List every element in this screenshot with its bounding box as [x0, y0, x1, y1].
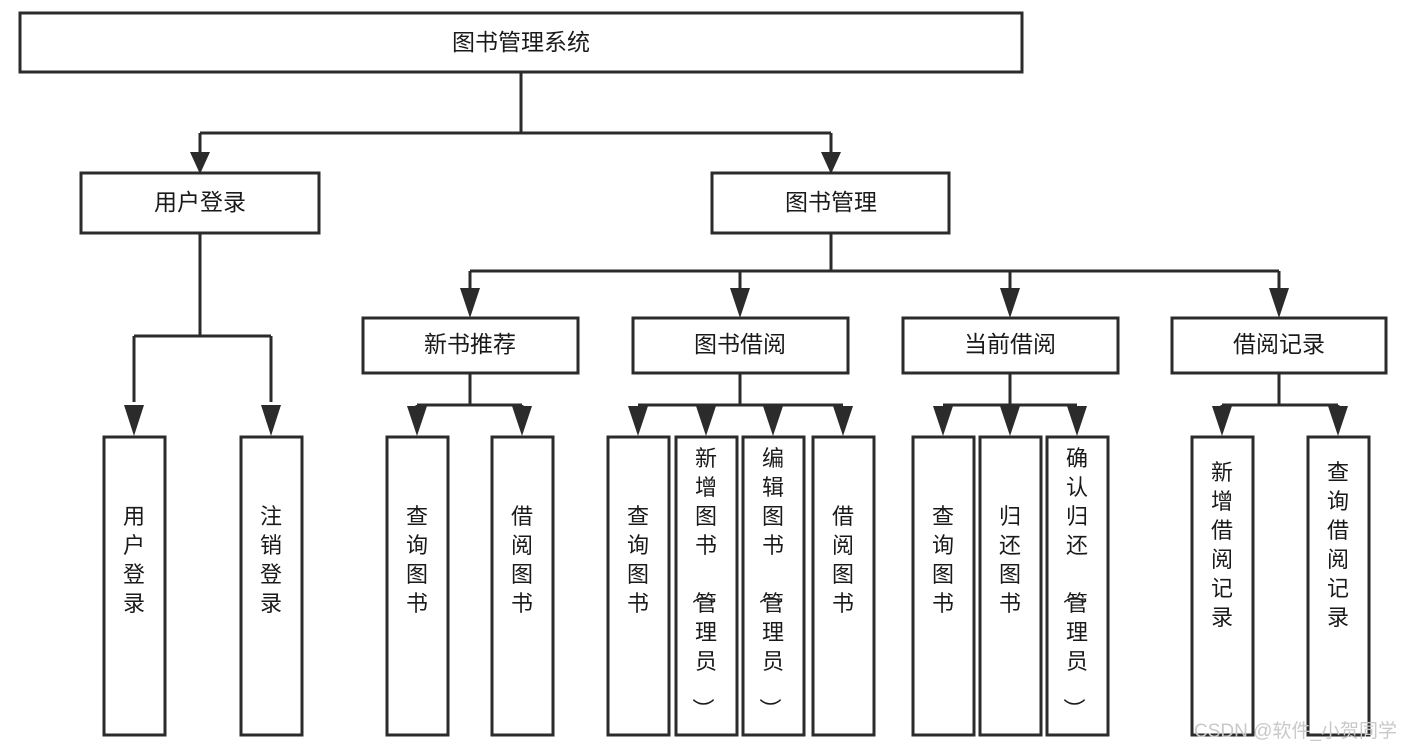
leaf-bookborrow-add-book[interactable]: 新增图书（管理员） — [674, 435, 739, 737]
leaf-newbook-borrow-book[interactable]: 借阅图书 — [490, 435, 555, 737]
leaf-currentborrow-query-book[interactable]: 查询图书 — [911, 435, 976, 737]
leaf-newbook-query-book[interactable]: 查询图书 — [385, 435, 450, 737]
leaf-bookborrow-edit-book-label: 编辑图书（管理员） — [757, 446, 784, 720]
node-user-login[interactable]: 用户登录 — [79, 171, 321, 235]
leaf-newbook-borrow-book-label: 借阅图书 — [511, 504, 533, 616]
node-new-book-recommend-label: 新书推荐 — [424, 331, 516, 357]
leaf-bookborrow-add-book-label: 新增图书（管理员） — [690, 446, 717, 720]
connector-bookmgmt-to-level3 — [460, 233, 1289, 318]
leaf-bookborrow-query-book-label: 查询图书 — [627, 504, 649, 616]
leaf-borrowrecord-query-record[interactable]: 查询借阅记录 — [1306, 435, 1371, 737]
leaf-bookborrow-borrow-book[interactable]: 借阅图书 — [811, 435, 876, 737]
connector-borrowrecord-to-leaves — [1212, 373, 1348, 436]
node-book-management-label: 图书管理 — [785, 189, 877, 215]
node-book-borrow-label: 图书借阅 — [694, 331, 786, 357]
node-new-book-recommend[interactable]: 新书推荐 — [361, 316, 580, 375]
leaf-bookborrow-borrow-book-label: 借阅图书 — [832, 504, 854, 616]
node-borrow-record[interactable]: 借阅记录 — [1170, 316, 1388, 375]
node-current-borrow-label: 当前借阅 — [964, 331, 1056, 357]
leaf-user-login-login-label: 用户登录 — [123, 504, 145, 616]
leaf-borrowrecord-add-record-label: 新增借阅记录 — [1211, 460, 1233, 630]
connector-root-to-level2 — [190, 72, 841, 174]
node-book-borrow[interactable]: 图书借阅 — [631, 316, 850, 375]
leaf-user-login-logout-label: 注销登录 — [260, 504, 282, 616]
node-book-management[interactable]: 图书管理 — [710, 171, 951, 235]
leaf-currentborrow-confirm-return[interactable]: 确认归还（管理员） — [1045, 435, 1110, 737]
node-user-login-label: 用户登录 — [154, 189, 246, 215]
leaf-user-login-login[interactable]: 用户登录 — [102, 435, 167, 737]
leaf-newbook-query-book-label: 查询图书 — [406, 504, 428, 616]
leaf-currentborrow-return-book-label: 归还图书 — [999, 504, 1021, 616]
leaf-currentborrow-query-book-label: 查询图书 — [932, 504, 954, 616]
connector-currentborrow-to-leaves — [933, 373, 1087, 436]
node-borrow-record-label: 借阅记录 — [1233, 331, 1325, 357]
leaf-currentborrow-confirm-return-label: 确认归还（管理员） — [1061, 446, 1088, 720]
leaf-bookborrow-query-book[interactable]: 查询图书 — [606, 435, 671, 737]
connector-userlogin-to-leaves — [124, 233, 281, 436]
leaf-borrowrecord-add-record[interactable]: 新增借阅记录 — [1190, 435, 1255, 737]
leaf-borrowrecord-query-record-label: 查询借阅记录 — [1327, 460, 1349, 630]
node-root-label: 图书管理系统 — [452, 29, 590, 55]
connector-newbook-to-leaves — [407, 373, 532, 436]
leaf-bookborrow-edit-book[interactable]: 编辑图书（管理员） — [741, 435, 806, 737]
leaf-currentborrow-return-book[interactable]: 归还图书 — [978, 435, 1043, 737]
connector-bookborrow-to-leaves — [628, 373, 853, 436]
csdn-watermark: CSDN @软件_小贺同学 — [1194, 721, 1397, 742]
node-root-system[interactable]: 图书管理系统 — [18, 11, 1024, 74]
leaf-user-login-logout[interactable]: 注销登录 — [239, 435, 304, 737]
node-current-borrow[interactable]: 当前借阅 — [901, 316, 1120, 375]
